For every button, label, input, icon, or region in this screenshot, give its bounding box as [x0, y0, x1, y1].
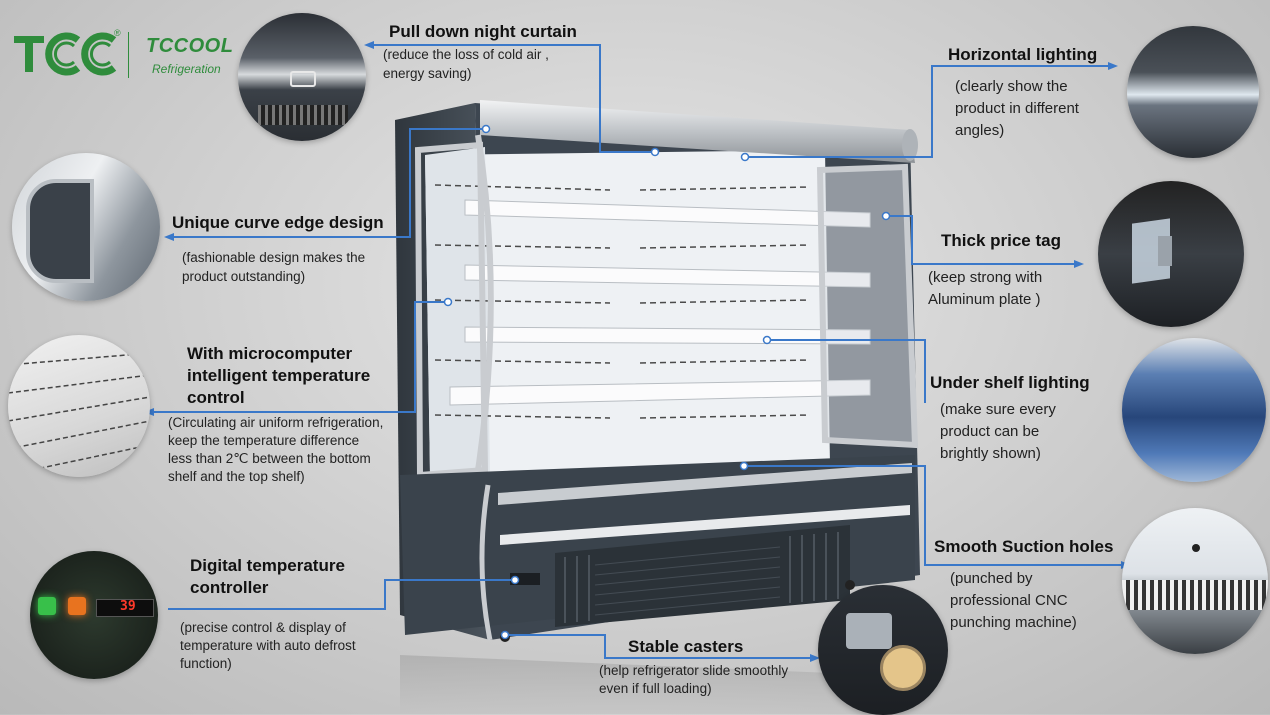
brand-name: TCCOOL — [146, 35, 234, 57]
callout-desc-horizontal-3: angles) — [955, 122, 1005, 139]
price-tag-photo — [1098, 181, 1244, 327]
callout-desc-curtain-2: energy saving) — [383, 66, 472, 81]
logo-divider — [128, 32, 129, 78]
callout-title-horizontal: Horizontal lighting — [948, 45, 1098, 64]
callout-desc-casters-2: even if full loading) — [599, 681, 712, 696]
callout-desc-micro-2: keep the temperature difference — [168, 433, 360, 448]
callout-title-micro-2: intelligent temperature — [187, 366, 371, 385]
callout-title-suction: Smooth Suction holes — [934, 537, 1114, 556]
callout-title-undershelf: Under shelf lighting — [930, 373, 1090, 392]
night-curtain-photo — [238, 13, 366, 141]
callout-desc-digital-2: temperature with auto defrost — [180, 638, 356, 653]
callout-desc-curve-1: (fashionable design makes the — [182, 250, 366, 265]
horizontal-lighting-photo — [1127, 26, 1259, 158]
callout-title-curtain: Pull down night curtain — [389, 22, 577, 41]
callout-desc-micro-1: (Circulating air uniform refrigeration, — [168, 415, 384, 430]
callout-title-micro-3: control — [187, 388, 245, 407]
callout-desc-undershelf-1: (make sure every — [940, 401, 1056, 418]
callout-desc-micro-3: less than 2℃ between the bottom — [168, 451, 371, 466]
callout-desc-price-1: (keep strong with — [928, 269, 1043, 286]
tcc-logo-mark — [14, 32, 117, 76]
air-vent-photo — [8, 335, 150, 477]
registered-mark: ® — [114, 28, 121, 38]
callout-desc-casters-1: (help refrigerator slide smoothly — [599, 663, 789, 678]
callout-title-casters: Stable casters — [628, 637, 744, 656]
callout-desc-undershelf-3: brightly shown) — [940, 445, 1041, 462]
callout-desc-price-2: Aluminum plate ) — [928, 291, 1041, 308]
callout-desc-micro-4: shelf and the top shelf) — [168, 469, 305, 484]
callout-desc-horizontal-1: (clearly show the — [955, 78, 1068, 95]
callout-desc-digital-1: (precise control & display of — [180, 620, 346, 635]
callout-desc-horizontal-2: product in different — [955, 100, 1079, 117]
caster-photo — [818, 585, 948, 715]
suction-holes-photo — [1122, 508, 1268, 654]
callout-desc-curtain-1: (reduce the loss of cold air , — [383, 47, 549, 62]
callout-title-curve: Unique curve edge design — [172, 213, 384, 232]
callout-desc-digital-3: function) — [180, 656, 232, 671]
curve-edge-photo — [12, 153, 160, 301]
callout-title-micro-1: With microcomputer — [187, 344, 353, 363]
controller-readout: 39 — [120, 599, 136, 614]
digital-controller-photo: 39 — [30, 551, 158, 679]
brand-subtitle: Refrigeration — [152, 62, 221, 76]
under-shelf-lighting-photo — [1122, 338, 1266, 482]
callout-title-digital-2: controller — [190, 578, 269, 597]
callout-desc-undershelf-2: product can be — [940, 423, 1040, 440]
callout-title-digital-1: Digital temperature — [190, 556, 345, 575]
callout-desc-suction-2: professional CNC — [950, 592, 1068, 609]
callout-desc-suction-1: (punched by — [950, 570, 1033, 587]
callout-desc-suction-3: punching machine) — [950, 614, 1077, 631]
callout-desc-curve-2: product outstanding) — [182, 269, 306, 284]
callout-title-price: Thick price tag — [941, 231, 1061, 250]
multideck-refrigerator — [395, 100, 920, 715]
